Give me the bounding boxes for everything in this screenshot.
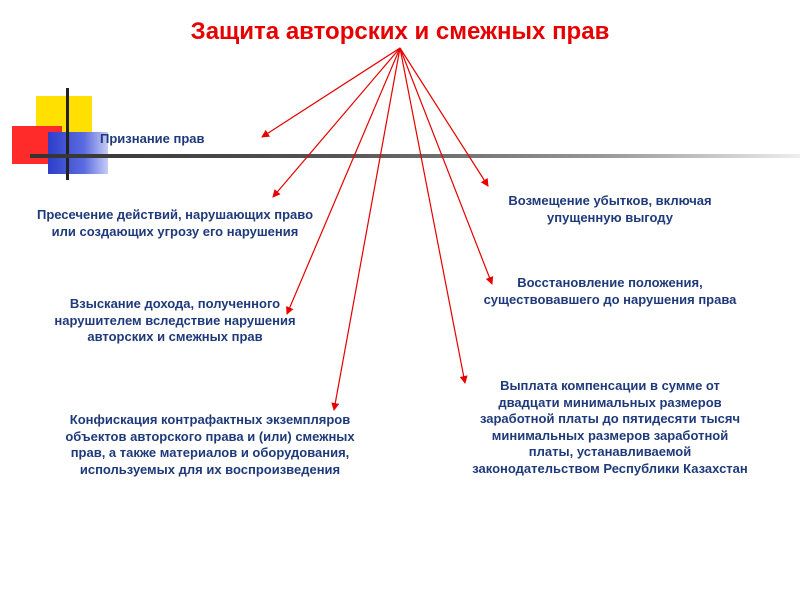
item-confiscation: Конфискация контрафактных экземпляров об… [65, 412, 355, 477]
decor-vertical-line [66, 88, 69, 180]
arrow-to-recognition [261, 47, 401, 138]
diagram-title: Защита авторских и смежных прав [190, 18, 610, 45]
divider-line [30, 154, 800, 158]
item-recognition: Признание прав [100, 131, 205, 146]
arrow-to-suppression [272, 47, 401, 198]
item-income: Взыскание дохода, полученного нарушителе… [54, 296, 296, 344]
arrow-to-confiscation [331, 47, 401, 411]
arrow-to-restoration [399, 47, 494, 285]
item-compensation: Выплата компенсации в сумме от двадцати … [472, 378, 748, 476]
arrow-to-damages [399, 47, 489, 187]
item-suppression: Пресечение действий, нарушающих право ил… [36, 207, 314, 239]
arrow-to-compensation [399, 47, 468, 384]
item-damages: Возмещение убытков, включая упущенную вы… [508, 193, 712, 225]
arrow-to-income [286, 47, 401, 315]
decor-blue-block [48, 132, 108, 174]
item-restoration: Восстановление положения, существовавшег… [483, 275, 737, 307]
